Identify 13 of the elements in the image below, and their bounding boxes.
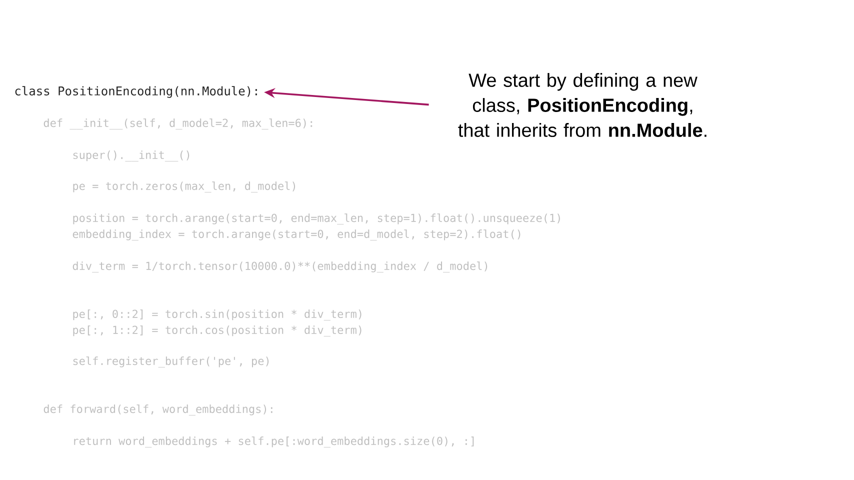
code-line: pe = torch.zeros(max_len, d_model) bbox=[73, 182, 296, 192]
code-line: def __init__(self, d_model=2, max_len=6): bbox=[44, 118, 312, 130]
code-line: return word_embeddings + self.pe[:word_embeddings.size(0), :] bbox=[74, 436, 474, 448]
code-line: super().__init__() bbox=[73, 150, 190, 162]
code-line: self.register_buffer('pe', pe) bbox=[73, 356, 269, 368]
code-line: pe[:, 1::2] = torch.cos(position * div_term) bbox=[73, 326, 362, 336]
callout-text: We start by defining a new class, PositionEncoding, that inherits from nn.Module. bbox=[458, 73, 706, 137]
code-line: div_term = 1/torch.tensor(10000.0)**(embedding_index / d_model) bbox=[72, 262, 488, 272]
code-line: embedding_index = torch.arange(start=0, end=d_model, step=2).float() bbox=[72, 230, 520, 240]
code-line: def forward(self, word_embeddings): bbox=[44, 404, 272, 416]
code-line: position = torch.arange(start=0, end=max_len, step=1).float().unsqueeze(1) bbox=[73, 214, 560, 224]
code-line: pe[:, 0::2] = torch.sin(position * div_term) bbox=[73, 310, 362, 320]
code-line: class PositionEncoding(nn.Module): bbox=[15, 86, 257, 98]
